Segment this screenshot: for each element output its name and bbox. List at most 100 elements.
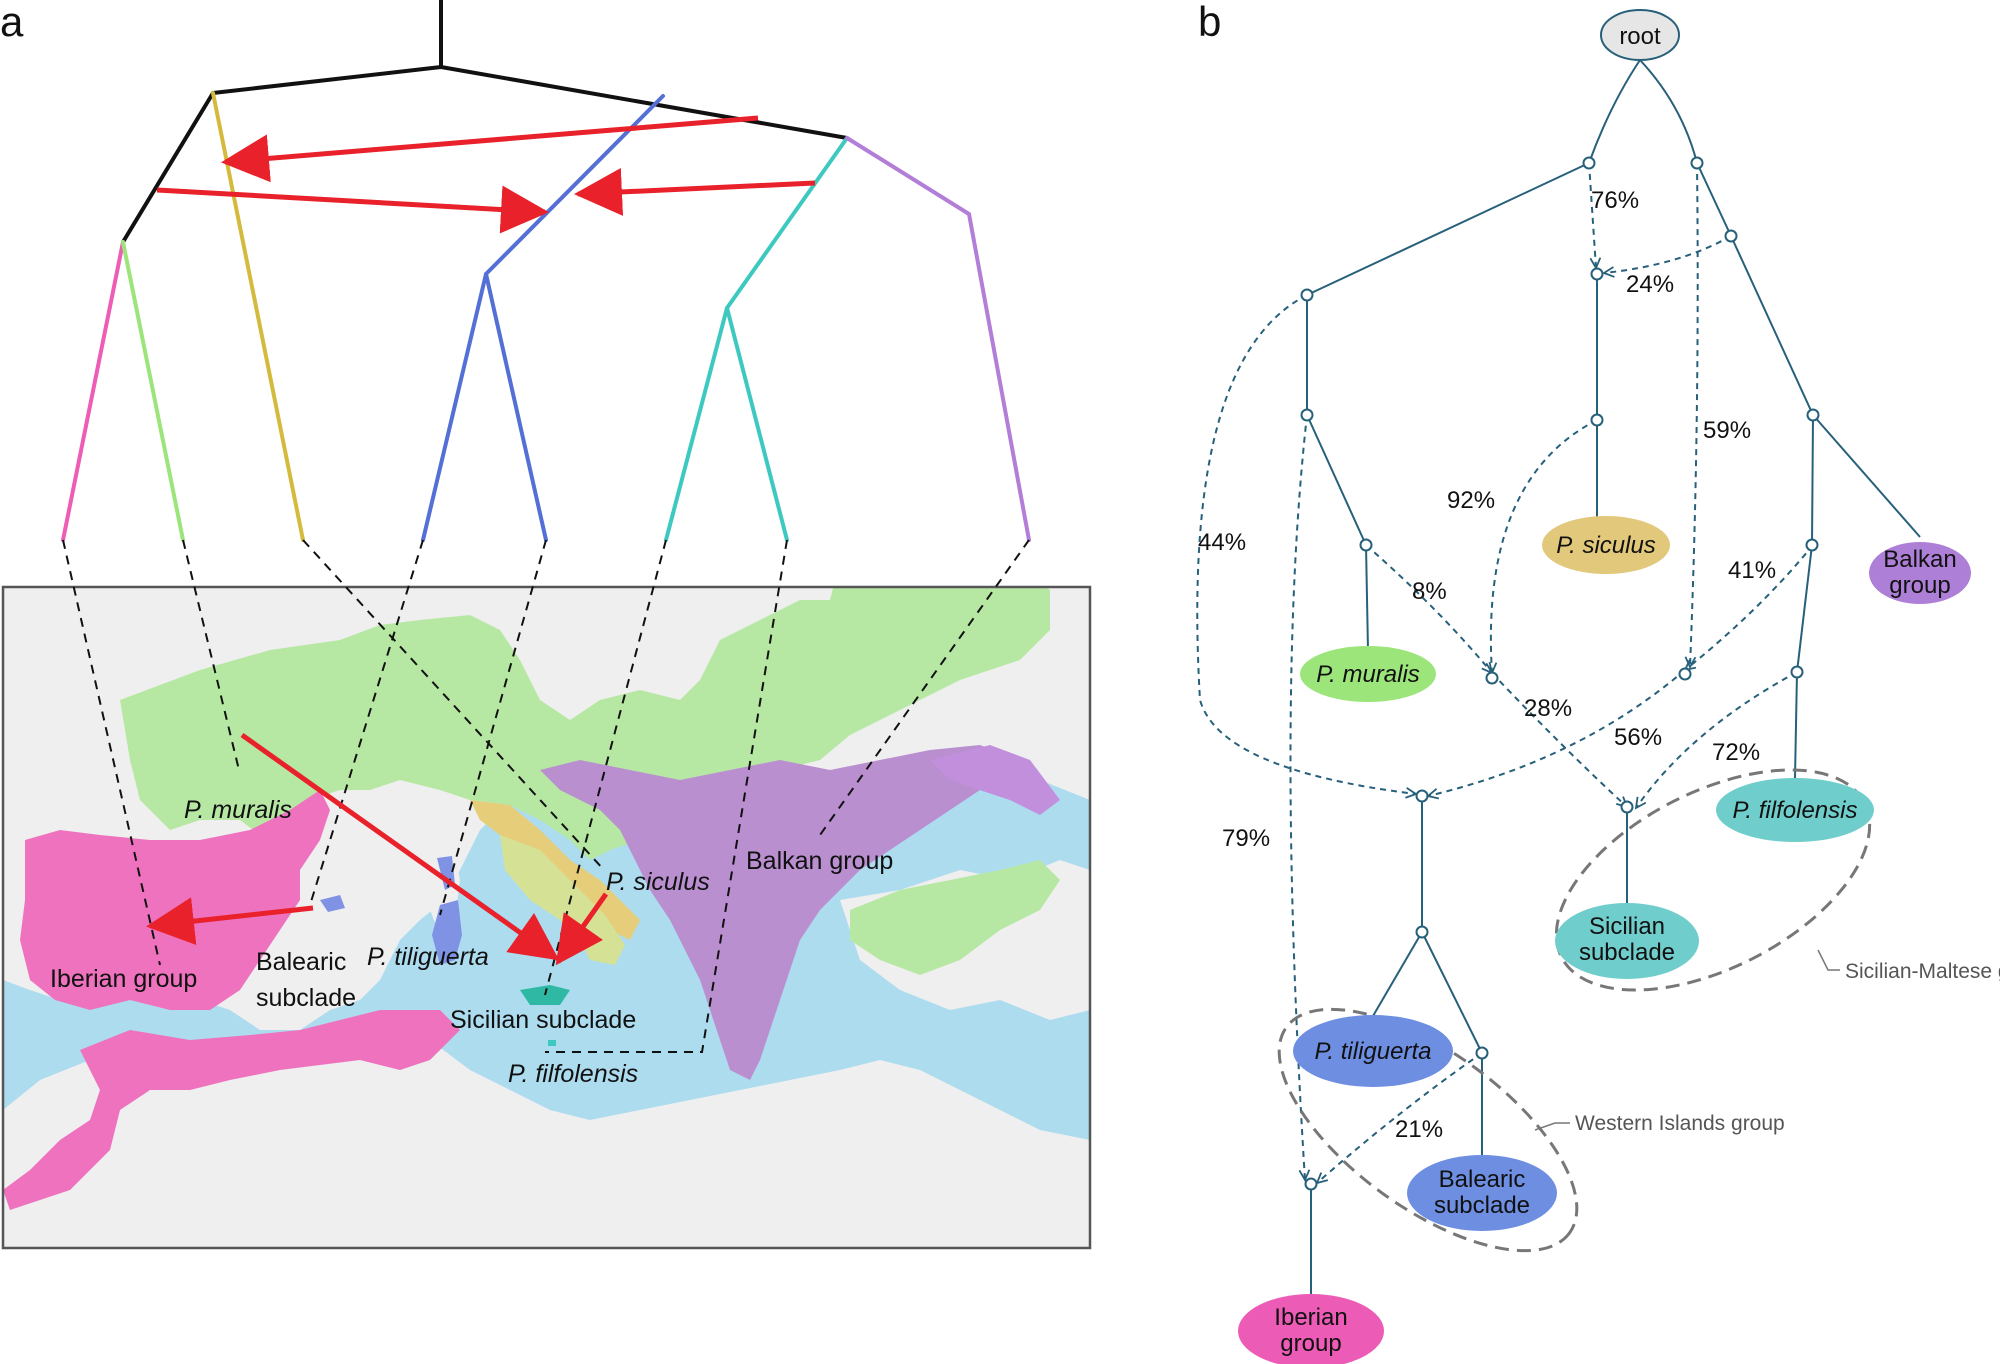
map-label-balkan-group: Balkan group bbox=[746, 847, 893, 875]
node-dot bbox=[1805, 538, 1819, 552]
edge-h2-i bbox=[1696, 162, 1732, 237]
map-label-iberian-group: Iberian group bbox=[50, 965, 197, 993]
panel-b-leaves bbox=[1238, 9, 1971, 1364]
node-dot bbox=[1590, 413, 1604, 427]
map-frame bbox=[1, 585, 1092, 1250]
node-dot bbox=[1790, 665, 1804, 679]
node-dot bbox=[1300, 408, 1314, 422]
retic-56 bbox=[1426, 669, 1686, 800]
pct-44: 44% bbox=[1198, 529, 1246, 556]
map-label-p-muralis: P. muralis bbox=[184, 796, 292, 824]
range-balkan bbox=[540, 745, 1040, 1080]
edge-o-tiliguerta bbox=[1372, 931, 1423, 1017]
edge-b-c bbox=[1306, 414, 1367, 546]
range-balearic bbox=[320, 895, 345, 912]
leaf-iberian-label-line2: group bbox=[1280, 1330, 1341, 1357]
connector-filfolensis bbox=[545, 539, 788, 1053]
node-dot bbox=[1485, 671, 1499, 685]
retic-21 bbox=[1315, 1052, 1483, 1185]
leaf-balkan-group bbox=[1869, 542, 1971, 604]
leaf-balkan-label-line2: group bbox=[1889, 572, 1950, 599]
map-arrow-siculus-to-sicily bbox=[555, 892, 609, 966]
range-muralis bbox=[120, 587, 1050, 860]
leaf-p-tiliguerta bbox=[1293, 1015, 1453, 1087]
leaf-p-muralis bbox=[1300, 646, 1436, 702]
range-muralis-anatolia bbox=[850, 860, 1060, 975]
node-dot bbox=[1475, 1046, 1489, 1060]
leaf-balearic-label-line1: Balearic bbox=[1439, 1166, 1526, 1193]
edge-h1-a bbox=[1306, 162, 1590, 296]
map-label-balearic-line2: subclade bbox=[256, 984, 356, 1012]
edge-root-left bbox=[1588, 59, 1641, 164]
node-dot bbox=[1304, 1177, 1318, 1191]
pct-24: 24% bbox=[1626, 271, 1674, 298]
map-arrow-balearic-to-iberia bbox=[146, 897, 314, 946]
connector-iberian bbox=[62, 539, 161, 966]
node-dot bbox=[1678, 667, 1692, 681]
leaf-p-muralis-label: P. muralis bbox=[1316, 661, 1420, 688]
tree-arrow-from-sicilian bbox=[574, 167, 816, 216]
node-dot bbox=[1806, 408, 1820, 422]
retic-59 bbox=[1684, 162, 1699, 670]
retic-28 bbox=[1491, 672, 1629, 809]
leaf-p-siculus bbox=[1542, 516, 1670, 574]
map-label-p-tiliguerta: P. tiliguerta bbox=[367, 943, 489, 971]
pct-8: 8% bbox=[1412, 578, 1447, 605]
pct-59: 59% bbox=[1703, 417, 1751, 444]
edge-j-balkan bbox=[1812, 414, 1921, 538]
leaf-iberian-group bbox=[1238, 1294, 1384, 1364]
connector-tiliguerta bbox=[439, 539, 547, 916]
node-dot bbox=[1415, 789, 1429, 803]
map-label-sicilian-subclade: Sicilian subclade bbox=[450, 1006, 636, 1034]
map-label-balearic-line1: Balearic bbox=[256, 948, 346, 976]
group-label-sicilian-maltese: Sicilian-Maltese group bbox=[1845, 960, 2000, 983]
pct-56: 56% bbox=[1614, 724, 1662, 751]
tree-branch-tiliguerta bbox=[421, 94, 665, 542]
panel-b-reticulations bbox=[1196, 162, 1814, 1185]
panel-b-group-leaders bbox=[1534, 949, 1840, 1131]
sicilian-maltese-group-outline bbox=[1554, 768, 1872, 992]
node-root-label: root bbox=[1619, 23, 1661, 50]
leaf-p-filfolensis bbox=[1716, 778, 1874, 842]
leaf-iberian-label-line1: Iberian bbox=[1274, 1304, 1347, 1331]
edge-root-right bbox=[1639, 59, 1698, 164]
leaf-sicilian-label-line1: Sicilian bbox=[1589, 913, 1665, 940]
node-dot bbox=[1415, 925, 1429, 939]
range-iberian-africa bbox=[3, 1010, 460, 1210]
node-dot bbox=[1582, 156, 1596, 170]
panel-a-tree bbox=[61, 0, 1031, 542]
connector-muralis bbox=[182, 539, 240, 771]
leaf-balearic-label-line2: subclade bbox=[1434, 1192, 1530, 1219]
edge-k-l bbox=[1796, 544, 1813, 673]
sicilian-maltese-leader bbox=[1817, 949, 1840, 971]
edge-i-j bbox=[1730, 235, 1814, 416]
map-label-p-siculus: P. siculus bbox=[606, 868, 710, 896]
panel-a-map-arrows bbox=[146, 732, 609, 966]
map-arrow-muralis-to-sicily bbox=[240, 732, 560, 961]
leaf-sicilian-subclade bbox=[1555, 903, 1699, 979]
western-islands-leader bbox=[1534, 1122, 1570, 1131]
edge-j-k bbox=[1811, 414, 1814, 546]
tree-branch-muralis bbox=[121, 240, 185, 542]
tree-arrow-to-tiliguerta bbox=[156, 185, 549, 234]
pct-28: 28% bbox=[1524, 695, 1572, 722]
pct-76: 76% bbox=[1591, 187, 1639, 214]
range-balkan-east bbox=[930, 745, 1060, 815]
panel-b-node-dots bbox=[1300, 156, 1820, 1191]
tree-backbone bbox=[121, 0, 849, 244]
connector-siculus bbox=[302, 539, 605, 871]
retic-8 bbox=[1365, 544, 1494, 675]
connector-balkan bbox=[819, 539, 1030, 836]
range-malta bbox=[548, 1040, 556, 1046]
node-dot bbox=[1359, 538, 1373, 552]
panel-b-leaf-texts: root P. siculus Balkan group P. muralis … bbox=[1274, 23, 1956, 1357]
node-dot bbox=[1590, 267, 1604, 281]
node-dot bbox=[1300, 288, 1314, 302]
tree-branch-sicilian bbox=[664, 136, 849, 542]
pct-79: 79% bbox=[1222, 825, 1270, 852]
edge-o-p bbox=[1421, 931, 1483, 1054]
leaf-p-siculus-label: P. siculus bbox=[1556, 532, 1656, 559]
group-label-western-islands: Western Islands group bbox=[1575, 1112, 1785, 1135]
panel-a-letter: a bbox=[0, 0, 24, 45]
